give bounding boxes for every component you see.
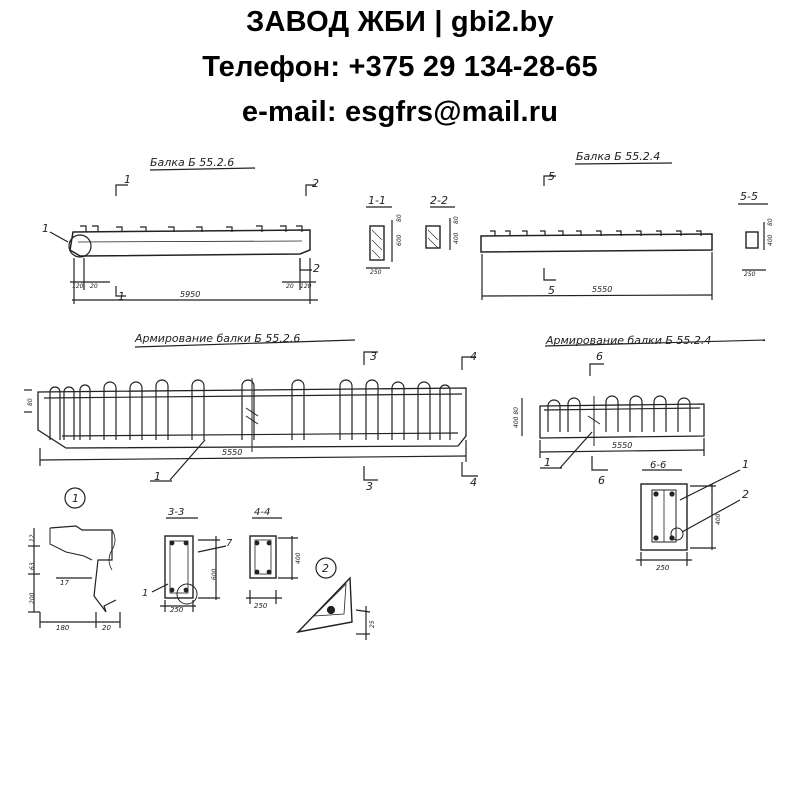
dim-120b: 120 [300, 283, 312, 290]
node-1-detail [28, 487, 121, 628]
node-2-label: 2 [322, 562, 329, 575]
dim-80-top: 80 [27, 398, 34, 406]
sec-6-label: 6-6 [650, 460, 666, 471]
header-email: e-mail: esgfrs@mail.ru [241, 96, 559, 128]
pos-7-sec3: 7 [226, 538, 233, 549]
length-5550-beam2: 5550 [592, 285, 612, 294]
dim-400d: 400 [715, 513, 722, 525]
dim-20a: 20 [90, 283, 98, 290]
dim-400-80: 400 80 [513, 407, 520, 428]
pos-1-arm2: 1 [544, 456, 551, 469]
sec-2-label: 2-2 [430, 194, 448, 207]
cut-6-bottom: 6 [598, 474, 605, 487]
dim-80c: 80 [767, 218, 774, 226]
cut-2-top: 2 [312, 177, 319, 190]
section-6-6 [636, 469, 741, 566]
cut-3-bottom: 3 [366, 480, 373, 493]
dim-20b: 20 [286, 283, 294, 290]
sec-1-label: 1-1 [368, 194, 386, 207]
dim-63: 63 [29, 562, 36, 570]
cut-2-bottom: 2 [313, 262, 320, 275]
dim-250a: 250 [370, 269, 382, 276]
cut-6-top: 6 [596, 350, 603, 363]
length-5950: 5950 [180, 290, 200, 299]
section-3-3 [151, 517, 227, 612]
beam-b55-2-6-elevation [49, 167, 318, 304]
arm1-title: Армирование балки Б 55.2.6 [134, 332, 300, 345]
dim-600a: 600 [396, 234, 403, 246]
dim-600b: 600 [211, 568, 218, 580]
dim-400a: 400 [453, 232, 460, 244]
dim-250b: 250 [744, 271, 756, 278]
section-4-4 [246, 517, 298, 604]
node-2-detail [295, 557, 371, 640]
beam1-title: Балка Б 55.2.6 [150, 156, 234, 169]
header: ЗАВОД ЖБИ | gbi2.by Телефон: +375 29 134… [0, 0, 800, 135]
dim-25: 25 [369, 620, 376, 628]
cut-1-bottom: 1 [118, 290, 125, 303]
pos-1-sec3: 1 [142, 588, 148, 599]
dim-17: 17 [60, 579, 69, 587]
beam-b55-2-4-elevation [480, 162, 768, 300]
length-5550-arm1: 5550 [222, 448, 242, 457]
dim-80b: 80 [453, 216, 460, 224]
sec-3-label: 3-3 [168, 507, 184, 518]
dim-250d: 250 [254, 602, 268, 610]
cut-5-top: 5 [548, 170, 555, 183]
pos-2-sec6: 2 [742, 488, 749, 501]
dim-200: 200 [29, 592, 36, 604]
dim-400c: 400 [295, 552, 302, 564]
cut-5-bottom: 5 [548, 284, 555, 297]
arm2-title: Армирование балки Б 55.2.4 [545, 334, 711, 347]
dim-120: 120 [72, 283, 84, 290]
armature-b55-2-6 [24, 339, 478, 482]
dim-20c: 20 [102, 624, 111, 632]
pos-1-sec6: 1 [742, 458, 749, 471]
length-5550-arm2: 5550 [612, 441, 632, 450]
cut-3-top: 3 [370, 350, 377, 363]
sec-4-label: 4-4 [254, 507, 270, 518]
dim-250e: 250 [656, 564, 670, 572]
cut-4-bottom: 4 [470, 476, 477, 489]
node-1-label: 1 [72, 492, 79, 505]
cut-4-top: 4 [470, 350, 477, 363]
header-title: ЗАВОД ЖБИ | gbi2.by [246, 6, 554, 38]
sections-1-1-2-2 [366, 206, 455, 269]
pos-1-arm1: 1 [154, 470, 161, 483]
dim-80a: 80 [396, 214, 403, 222]
armature-b55-2-4 [521, 339, 766, 471]
header-phone: Телефон: +375 29 134-28-65 [202, 51, 598, 83]
dim-400b: 400 [767, 234, 774, 246]
pos-1-beam1: 1 [42, 222, 49, 235]
cut-1-top: 1 [124, 173, 131, 186]
dim-180: 180 [56, 624, 70, 632]
dim-250c: 250 [170, 606, 184, 614]
sec-5-label: 5-5 [740, 190, 758, 203]
beam2-title: Балка Б 55.2.4 [576, 150, 660, 163]
dim-12: 12 [29, 534, 36, 542]
